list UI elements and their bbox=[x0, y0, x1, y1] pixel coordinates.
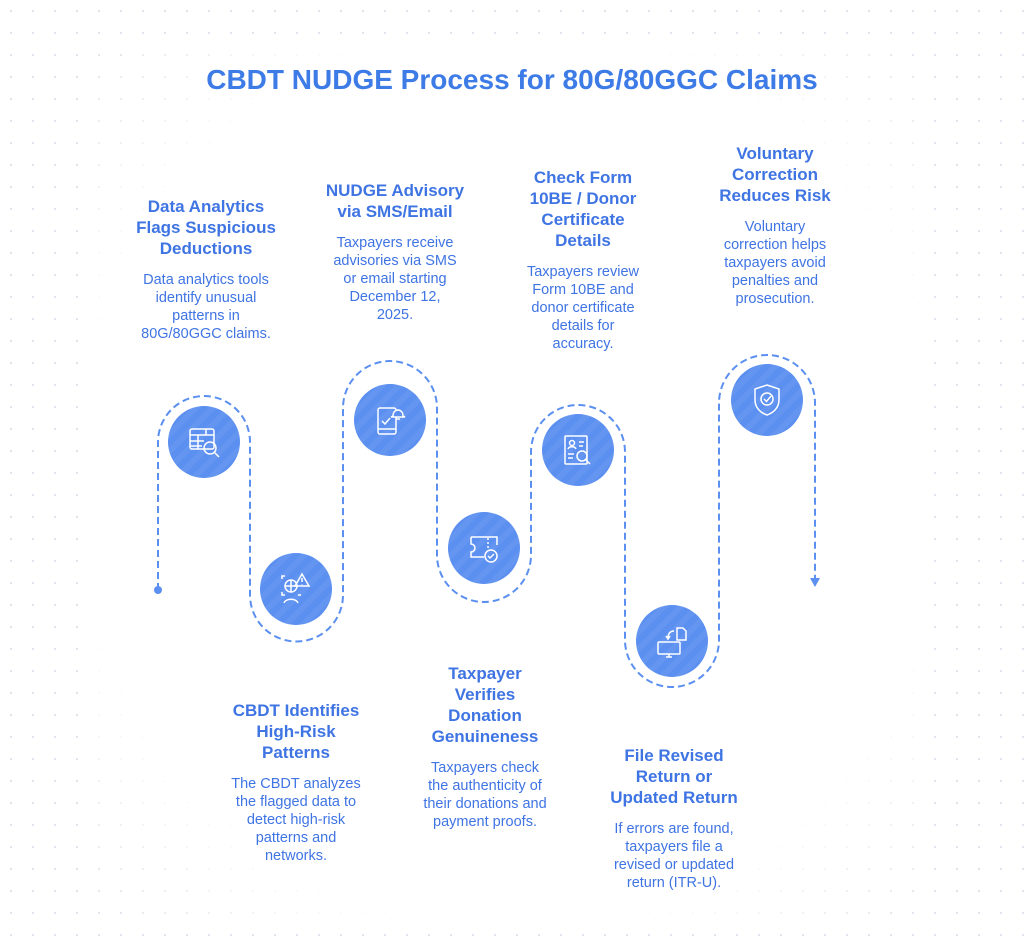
step-description: The CBDT analyzes the flagged data to de… bbox=[231, 776, 361, 864]
table-search-icon bbox=[168, 406, 240, 478]
step-heading: NUDGE Advisory via SMS/Email bbox=[325, 181, 465, 221]
start-dot bbox=[154, 586, 162, 594]
end-arrow bbox=[810, 578, 820, 587]
monitor-file-icon bbox=[636, 605, 708, 677]
document-search-icon bbox=[542, 414, 614, 486]
step-1: Data Analytics Flags Suspicious Deductio… bbox=[111, 196, 301, 343]
step-description: Taxpayers check the authenticity of thei… bbox=[423, 760, 547, 830]
step-5: Check Form 10BE / Donor Certificate Deta… bbox=[488, 167, 678, 353]
dashed-connector bbox=[157, 354, 816, 688]
step-7: Voluntary Correction Reduces Risk Volunt… bbox=[680, 143, 870, 308]
step-heading: Data Analytics Flags Suspicious Deductio… bbox=[136, 197, 276, 258]
step-2: CBDT Identifies High-Risk Patterns The C… bbox=[201, 700, 391, 865]
page-title: CBDT NUDGE Process for 80G/80GGC Claims bbox=[206, 64, 818, 95]
risk-scan-icon bbox=[260, 553, 332, 625]
step-description: Data analytics tools identify unusual pa… bbox=[141, 272, 271, 342]
step-description: If errors are found, taxpayers file a re… bbox=[613, 821, 735, 891]
step-description: Taxpayers review Form 10BE and donor cer… bbox=[526, 264, 639, 352]
step-3: NUDGE Advisory via SMS/Email Taxpayers r… bbox=[300, 180, 490, 324]
step-heading: File Revised Return or Updated Return bbox=[610, 746, 738, 807]
step-description: Taxpayers receive advisories via SMS or … bbox=[333, 235, 457, 323]
shield-check-icon bbox=[731, 364, 803, 436]
step-heading: Taxpayer Verifies Donation Genuineness bbox=[431, 664, 539, 746]
step-heading: CBDT Identifies High-Risk Patterns bbox=[232, 701, 360, 762]
phone-bell-icon bbox=[354, 384, 426, 456]
step-6: File Revised Return or Updated Return If… bbox=[579, 745, 769, 892]
step-description: Voluntary correction helps taxpayers avo… bbox=[723, 219, 827, 307]
step-heading: Voluntary Correction Reduces Risk bbox=[719, 144, 831, 205]
background-panel bbox=[90, 40, 934, 920]
ticket-check-icon bbox=[448, 512, 520, 584]
step-heading: Check Form 10BE / Donor Certificate Deta… bbox=[529, 168, 637, 250]
step-4: Taxpayer Verifies Donation Genuineness T… bbox=[390, 663, 580, 831]
